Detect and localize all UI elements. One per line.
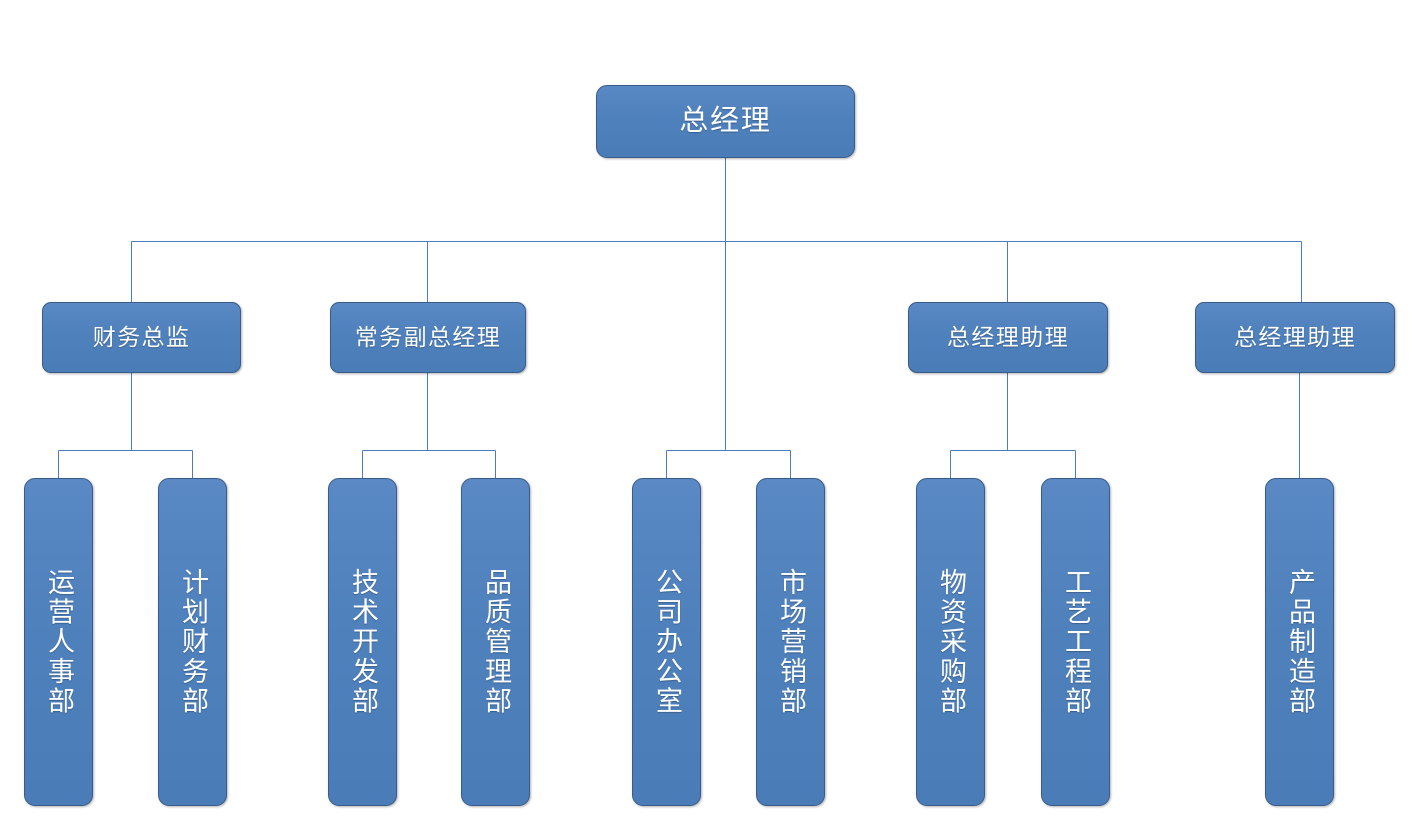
node-general-manager[interactable]: 总经理	[596, 85, 855, 158]
node-label: 总经理	[679, 105, 772, 138]
node-executive-deputy-gm[interactable]: 常务副总经理	[330, 302, 526, 373]
node-label: 技术开发部	[348, 567, 379, 717]
node-label: 运营人事部	[44, 567, 75, 717]
node-process-engineering-dept[interactable]: 工艺工程部	[1041, 478, 1110, 806]
node-marketing-dept[interactable]: 市场营销部	[756, 478, 825, 806]
node-operations-hr-dept[interactable]: 运营人事部	[24, 478, 93, 806]
node-gm-assistant-2[interactable]: 总经理助理	[1195, 302, 1395, 373]
node-product-manufacturing-dept[interactable]: 产品制造部	[1265, 478, 1334, 806]
node-label: 总经理助理	[1234, 324, 1356, 350]
node-procurement-dept[interactable]: 物资采购部	[916, 478, 985, 806]
node-label: 物资采购部	[936, 567, 967, 717]
node-label: 计划财务部	[178, 567, 209, 717]
node-finance-director[interactable]: 财务总监	[42, 302, 241, 373]
node-label: 财务总监	[92, 324, 191, 350]
node-label: 总经理助理	[947, 324, 1069, 350]
node-label: 常务副总经理	[354, 324, 502, 350]
node-label: 公司办公室	[652, 567, 683, 717]
node-technology-development-dept[interactable]: 技术开发部	[328, 478, 397, 806]
node-company-office[interactable]: 公司办公室	[632, 478, 701, 806]
node-label: 产品制造部	[1285, 567, 1316, 717]
node-label: 市场营销部	[776, 567, 807, 717]
node-gm-assistant-1[interactable]: 总经理助理	[908, 302, 1108, 373]
node-quality-management-dept[interactable]: 品质管理部	[461, 478, 530, 806]
node-label: 工艺工程部	[1061, 567, 1092, 717]
node-label: 品质管理部	[481, 567, 512, 717]
node-planning-finance-dept[interactable]: 计划财务部	[158, 478, 227, 806]
